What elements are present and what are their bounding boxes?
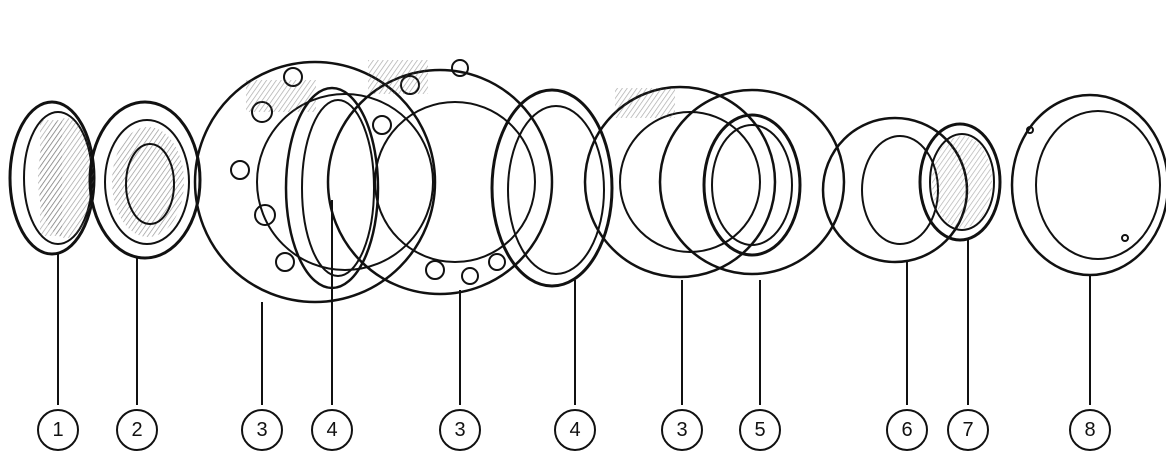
label-text-4a: 4 <box>326 419 337 441</box>
spacer-ring-part-b <box>490 88 614 405</box>
label-part-4b: 4 <box>554 409 596 451</box>
threaded-sprocket-part <box>658 88 846 405</box>
label-text-2: 2 <box>131 419 142 441</box>
label-part-2: 2 <box>116 409 158 451</box>
label-text-6: 6 <box>901 419 912 441</box>
threaded-ring-part <box>918 122 1002 405</box>
hub-body-part <box>8 100 96 405</box>
label-text-3c: 3 <box>676 419 687 441</box>
label-text-7: 7 <box>962 419 973 441</box>
label-part-4a: 4 <box>311 409 353 451</box>
label-part-6: 6 <box>886 409 928 451</box>
threaded-body-part <box>88 100 202 405</box>
part-labels: 1 2 3 4 3 4 3 5 <box>37 409 1111 451</box>
label-text-3b: 3 <box>454 419 465 441</box>
label-part-7: 7 <box>947 409 989 451</box>
label-text-5: 5 <box>754 419 765 441</box>
label-part-5: 5 <box>739 409 781 451</box>
sprocket-medium-part <box>326 59 554 405</box>
label-text-8: 8 <box>1084 419 1095 441</box>
label-text-1: 1 <box>52 419 63 441</box>
lock-ring-part <box>1010 93 1166 405</box>
label-part-8: 8 <box>1069 409 1111 451</box>
label-part-3b: 3 <box>439 409 481 451</box>
label-text-3a: 3 <box>256 419 267 441</box>
label-text-4b: 4 <box>569 419 580 441</box>
label-part-1: 1 <box>37 409 79 451</box>
sprocket-small-part <box>583 85 777 405</box>
sprocket-large-part <box>193 60 437 405</box>
label-part-3a: 3 <box>241 409 283 451</box>
spacer-ring-part-a <box>284 86 380 405</box>
label-part-3c: 3 <box>661 409 703 451</box>
